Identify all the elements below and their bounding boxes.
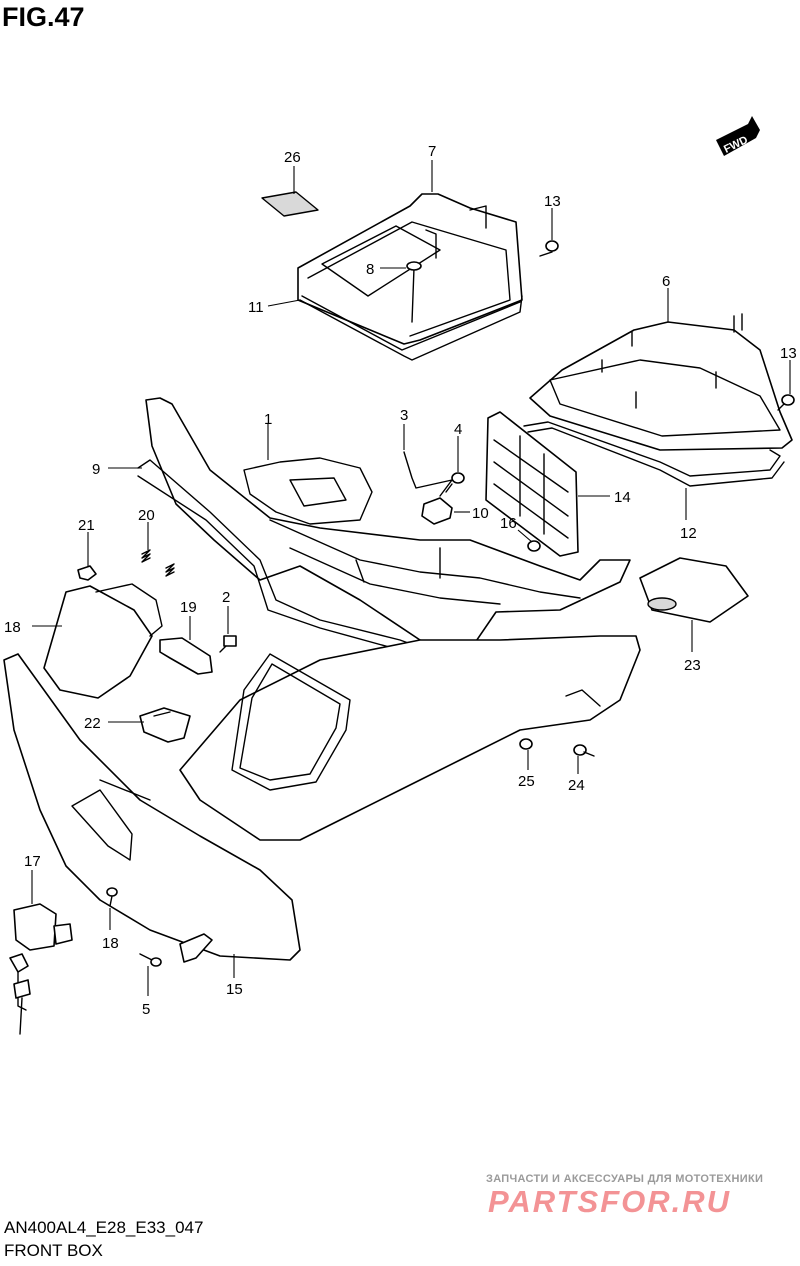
part-15-screw [527,540,541,552]
part-6-tray [529,313,793,451]
part-21-spring [141,549,175,577]
part-10-clip [421,497,453,525]
callout-17: 17 [24,853,41,870]
callout-13: 13 [544,193,561,210]
callout-20: 19 [180,599,197,616]
callout-22: 21 [78,517,95,534]
callout-4: 4 [454,421,462,438]
callout-25: 24 [568,777,585,794]
watermark-tagline: ЗАПЧАСТИ И АКСЕССУАРЫ ДЛЯ МОТОТЕХНИКИ [486,1173,764,1185]
callout-7: 7 [428,143,436,160]
callout-24: 23 [684,657,701,674]
part-22-clip [77,565,97,581]
part-11-lid-seal [299,295,523,361]
watermark-logo: PARTSFOR.RU [488,1184,732,1219]
part-inner-cover [179,635,641,841]
callout-21: 20 [138,507,155,524]
callout-5: 5 [142,1001,150,1018]
diagram-name: FRONT BOX [4,1241,103,1260]
callout-26: 25 [518,773,535,790]
part-16-lower-fascia [3,653,301,961]
part-14-plate [485,411,579,557]
figure-title: FIG.47 [2,2,85,32]
callout-8: 8 [366,261,374,278]
part-24-pad [639,557,749,623]
callout-15: 16 [500,515,517,532]
part-5-screw [139,953,162,967]
diagram-code: AN400AL4_E28_E33_047 [4,1218,204,1237]
callout-9: 9 [92,461,100,478]
part-13-screw-top [539,240,559,257]
callout-16: 15 [226,981,243,998]
callout-11: 11 [248,299,264,316]
part-20-latch [159,637,213,675]
fwd-arrow-icon: FWD [716,116,760,156]
callout-numbers: 26 7 13 8 11 6 13 1 3 4 9 10 14 16 12 21… [4,143,797,1018]
callout-19: 18 [4,619,21,636]
callout-18: 18 [102,935,119,952]
part-18-bolt [106,887,118,907]
callout-23: 22 [84,715,101,732]
part-26-clip [519,738,533,750]
part-4-bolt [445,472,465,493]
callout-1: 1 [264,411,272,428]
callout-6: 6 [662,273,670,290]
callout-leaders [31,160,791,996]
callout-14: 14 [614,489,631,506]
part-27-label-sheet [261,191,319,217]
callout-27: 26 [284,149,301,166]
part-12-tray-seal [523,421,785,487]
part-8-screw [406,261,422,323]
part-3-rod [403,451,453,497]
part-19-side-cover [43,583,163,699]
part-13-screw-right [777,394,795,411]
part-23-button [139,707,191,743]
part-1-front-box [145,397,631,651]
part-17-lock-set [9,903,73,1035]
part-25-screw [573,744,595,757]
callout-10: 10 [472,505,489,522]
callout-13: 13 [780,345,797,362]
part-bracket [179,933,213,963]
callout-2: 2 [222,589,230,606]
callout-12: 12 [680,525,697,542]
callout-3: 3 [400,407,408,424]
part-2-screw [219,635,237,653]
